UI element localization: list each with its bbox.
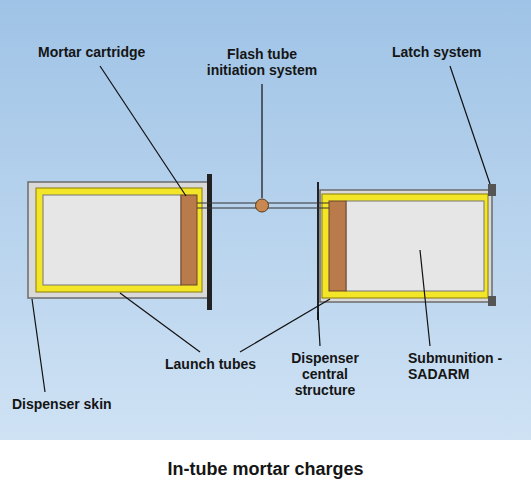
launch-tube <box>322 194 488 298</box>
dispenser-skin <box>320 190 492 302</box>
latch <box>488 184 496 196</box>
leader-lines <box>32 66 490 392</box>
dispenser-skin <box>28 182 208 298</box>
part-label: Submunition - SADARM <box>408 350 518 382</box>
submunition <box>346 201 484 291</box>
part-label: Mortar cartridge <box>38 44 198 60</box>
flash-tube-initiator <box>256 199 269 212</box>
part-label: Flash tube initiation system <box>200 46 324 78</box>
launch-tube <box>36 188 202 292</box>
part-label: Latch system <box>392 44 522 60</box>
mortar-cartridge <box>181 195 197 285</box>
part-label: Dispenser skin <box>12 396 162 412</box>
part-label: Dispenser central structure <box>270 350 380 398</box>
submunition <box>43 195 181 285</box>
background-panel <box>0 0 531 440</box>
latch <box>488 296 496 306</box>
part-label: Launch tubes <box>165 356 285 372</box>
central-plate <box>207 174 212 310</box>
mortar-cartridge <box>329 201 346 291</box>
caption: In-tube mortar charges <box>0 458 531 480</box>
